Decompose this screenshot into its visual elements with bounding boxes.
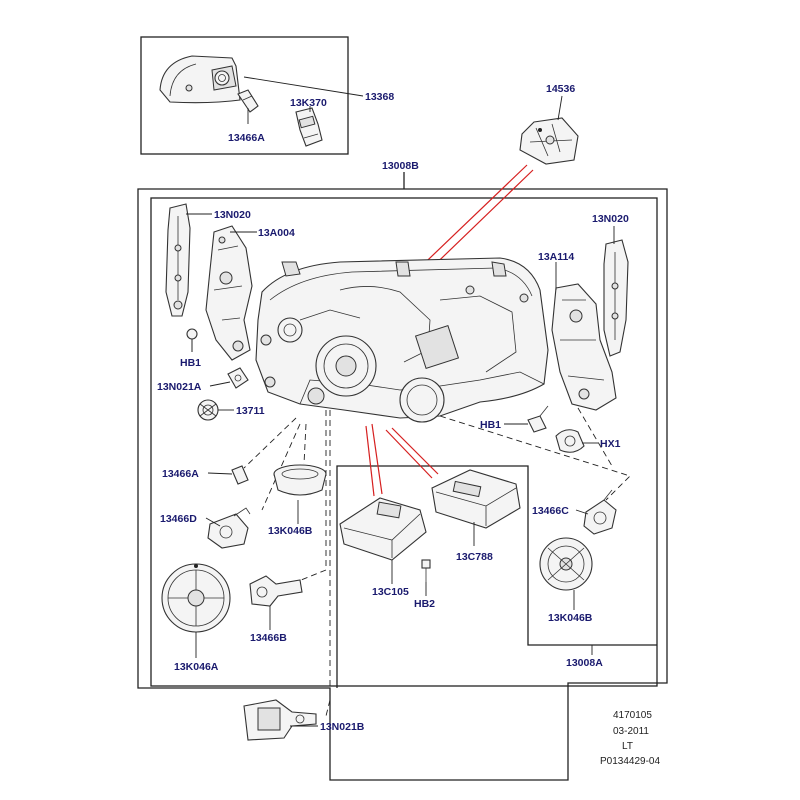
- igniter-13n021b: [243, 699, 317, 741]
- guide-line-ballast-2: [371, 423, 383, 495]
- footer-code: 4170105: [613, 710, 652, 721]
- guide-line-igniter-1: [385, 429, 433, 479]
- leader-14536: [557, 95, 563, 121]
- cap-13k046b-right: [539, 537, 593, 591]
- label-13k046b-right: 13K046B: [548, 612, 593, 624]
- cap-13k046b-left: [273, 464, 327, 496]
- label-13466a-top: 13466A: [228, 132, 265, 144]
- ballast-13c105: [339, 497, 427, 561]
- bulb-13n021a: [227, 367, 249, 389]
- side-repeater-frame: [140, 36, 349, 155]
- dash-line-13466a: [243, 417, 297, 469]
- label-hb2: HB2: [414, 598, 435, 610]
- label-13n021a: 13N021A: [157, 381, 202, 393]
- guide-line-igniter-2: [391, 427, 439, 475]
- guide-line-ballast-1: [365, 425, 375, 497]
- footer-ref: P0134429-04: [600, 756, 660, 767]
- repeater-bulb-holder: [295, 107, 323, 147]
- adjuster-hx1: [555, 429, 585, 453]
- leader-13466c: [575, 509, 589, 515]
- dash-line-13466b: [295, 410, 327, 583]
- label-hb1-right: HB1: [480, 419, 501, 431]
- screw-hb1-right: [527, 405, 549, 433]
- bulb-13466d: [207, 507, 251, 549]
- label-13c105: 13C105: [372, 586, 409, 598]
- label-13n021b: 13N021B: [320, 721, 365, 733]
- label-13466b: 13466B: [250, 632, 287, 644]
- label-14536: 14536: [546, 83, 575, 95]
- bulb-13466a: [231, 465, 249, 485]
- label-13008b: 13008B: [382, 160, 419, 172]
- bulb-13466b: [249, 575, 303, 607]
- leveling-bracket: [519, 117, 579, 165]
- label-13k370: 13K370: [290, 97, 327, 109]
- right-mounting-strip: [603, 239, 629, 357]
- leader-13466d: [205, 517, 221, 527]
- dash-line-13466c: [439, 415, 631, 501]
- leader-13n021a: [209, 381, 231, 387]
- right-headlamp-bracket: [551, 283, 617, 411]
- socket-13711: [197, 399, 219, 421]
- left-mounting-strip: [165, 203, 191, 317]
- repeater-bulb: [237, 89, 259, 113]
- dash-line-13k046b: [303, 423, 307, 465]
- label-13008a: 13008A: [566, 657, 603, 669]
- label-13711: 13711: [236, 405, 265, 417]
- label-13k046b-left: 13K046B: [268, 525, 313, 537]
- leader-13368: [243, 76, 364, 97]
- bulb-13466c: [583, 489, 617, 535]
- headlamp-housing: [255, 257, 549, 423]
- label-13a114: 13A114: [538, 251, 574, 263]
- label-13a004: 13A004: [258, 227, 295, 239]
- label-13n020-right: 13N020: [592, 213, 629, 225]
- footer-date: 03-2011: [613, 726, 649, 737]
- headlamp-inner-frame: [150, 197, 658, 687]
- label-13c788: 13C788: [456, 551, 493, 563]
- label-13466c: 13466C: [532, 505, 569, 517]
- label-13466d: 13466D: [160, 513, 197, 525]
- label-13368: 13368: [365, 91, 394, 103]
- xenon-module-frame: [336, 465, 657, 688]
- dash-line-hx1: [577, 407, 613, 467]
- dash-line-13466d: [261, 423, 301, 511]
- footer-side: LT: [622, 741, 633, 752]
- screw-hb2: [421, 559, 431, 582]
- igniter-13c788: [431, 469, 521, 529]
- headlamp-assembly-frame: [137, 188, 668, 781]
- label-13466a: 13466A: [162, 468, 199, 480]
- leader-13466a: [207, 472, 233, 475]
- dash-line-13n021b: [325, 410, 331, 717]
- label-hb1-left: HB1: [180, 357, 201, 369]
- left-headlamp-bracket: [205, 225, 253, 361]
- cover-13k046a: [161, 563, 231, 633]
- label-hx1: HX1: [600, 438, 621, 450]
- side-repeater-lamp: [159, 55, 241, 104]
- label-13k046a: 13K046A: [174, 661, 219, 673]
- label-13n020-left: 13N020: [214, 209, 251, 221]
